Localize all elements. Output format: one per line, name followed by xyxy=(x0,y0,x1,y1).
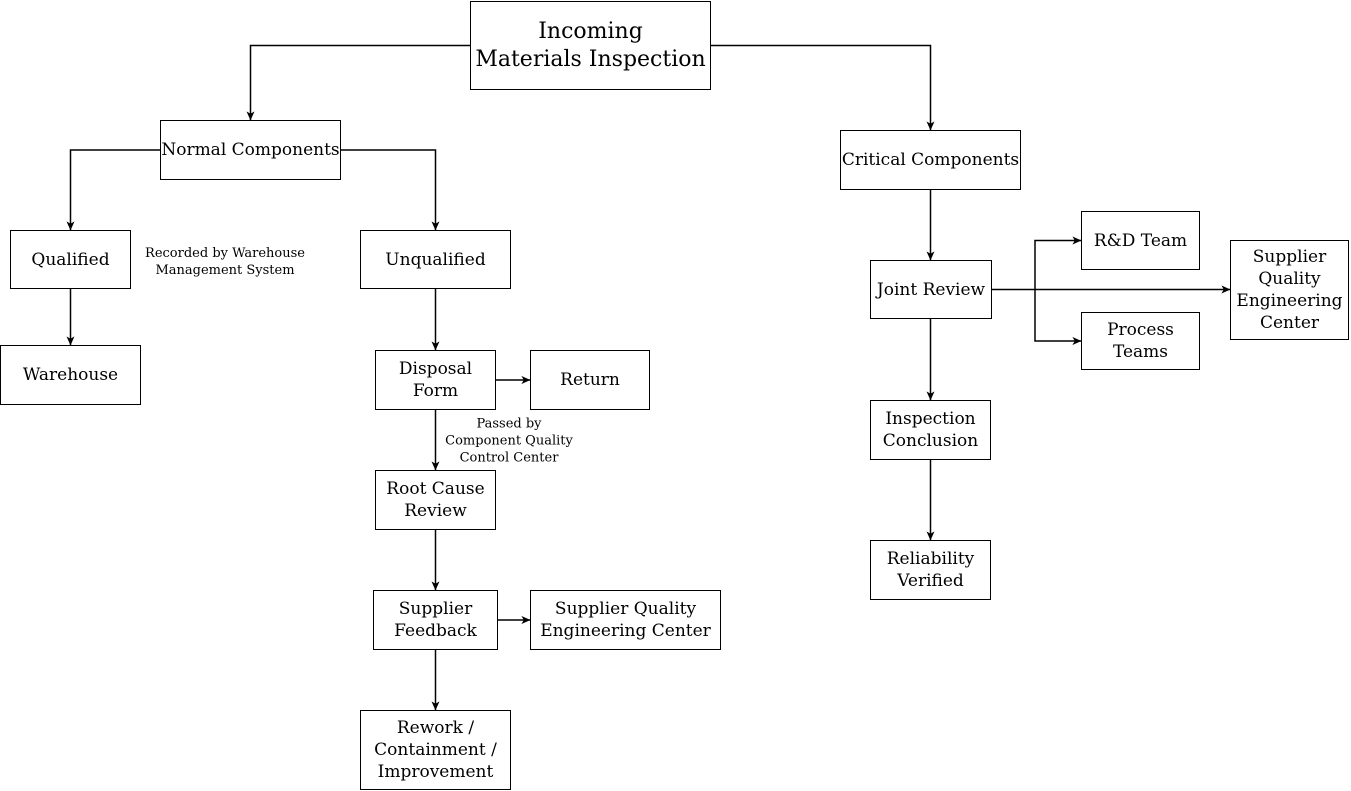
node-label: Supplier Feedback xyxy=(394,599,477,641)
node-label: Root Cause Review xyxy=(386,479,485,521)
node-label: R&D Team xyxy=(1093,230,1188,251)
node-rework-containment-improvement[interactable]: Rework / Containment / Improvement xyxy=(360,710,511,790)
node-supplier-quality-engineering-center-left[interactable]: Supplier Quality Engineering Center xyxy=(530,590,721,650)
node-label: Critical Components xyxy=(841,150,1020,170)
edge-normal-to-qualified xyxy=(66,149,160,231)
node-normal-components[interactable]: Normal Components xyxy=(160,120,341,180)
edge-incoming-to-normal xyxy=(246,44,470,121)
node-label: Qualified xyxy=(31,249,110,270)
node-warehouse[interactable]: Warehouse xyxy=(0,345,141,405)
node-label: Rework / Containment / Improvement xyxy=(374,718,497,782)
node-rd-team[interactable]: R&D Team xyxy=(1081,211,1200,270)
node-label: Process Teams xyxy=(1107,320,1174,362)
node-critical-components[interactable]: Critical Components xyxy=(840,130,1021,190)
node-reliability-verified[interactable]: Reliability Verified xyxy=(870,540,991,600)
annotation-recorded-by-warehouse: Recorded by Warehouse Management System xyxy=(145,245,305,278)
edge-incoming-to-critical xyxy=(711,44,935,131)
node-label: Inspection Conclusion xyxy=(882,409,979,451)
node-unqualified[interactable]: Unqualified xyxy=(360,230,511,289)
node-label: Normal Components xyxy=(161,140,340,160)
node-label: Supplier Quality Engineering Center xyxy=(540,599,711,641)
edge-joint_review-to-rd_team xyxy=(1034,236,1082,290)
annotation-passed-by-cqcc: Passed by Component Quality Control Cent… xyxy=(445,416,573,466)
node-label: Warehouse xyxy=(22,365,119,385)
edge-joint_review-to-process_teams xyxy=(1034,289,1082,345)
edge-normal-to-unqualified xyxy=(341,149,440,231)
node-process-teams[interactable]: Process Teams xyxy=(1081,312,1200,370)
node-label: Incoming Materials Inspection xyxy=(475,18,706,72)
node-label: Disposal Form xyxy=(398,359,473,401)
node-joint-review[interactable]: Joint Review xyxy=(870,260,992,319)
node-qualified[interactable]: Qualified xyxy=(10,230,131,289)
node-label: Reliability Verified xyxy=(886,549,975,591)
node-return[interactable]: Return xyxy=(530,350,650,410)
node-supplier-quality-engineering-center-right[interactable]: Supplier Quality Engineering Center xyxy=(1230,240,1349,340)
node-label: Supplier Quality Engineering Center xyxy=(1236,247,1343,333)
node-incoming-materials-inspection[interactable]: Incoming Materials Inspection xyxy=(470,1,711,90)
node-disposal-form[interactable]: Disposal Form xyxy=(375,350,496,410)
node-label: Unqualified xyxy=(385,249,486,270)
node-label: Return xyxy=(560,370,620,390)
node-inspection-conclusion[interactable]: Inspection Conclusion xyxy=(870,400,991,460)
node-supplier-feedback[interactable]: Supplier Feedback xyxy=(373,590,498,650)
node-root-cause-review[interactable]: Root Cause Review xyxy=(375,470,496,530)
node-label: Joint Review xyxy=(876,279,986,300)
